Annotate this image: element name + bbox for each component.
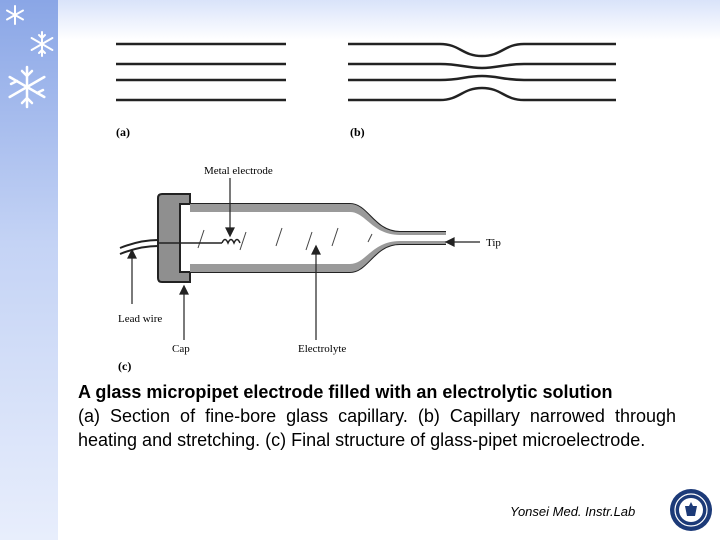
panel-b-label: (b)	[350, 125, 365, 139]
capillary-straight	[116, 42, 286, 102]
figure-caption: A glass micropipet electrode filled with…	[78, 380, 676, 452]
panel-a-label: (a)	[116, 125, 130, 139]
snowflake-icon	[30, 31, 54, 57]
snowflake-icon	[8, 65, 46, 109]
panel-c-label: (c)	[118, 359, 131, 373]
microelectrode-structure	[119, 178, 480, 340]
tip-label: Tip	[486, 237, 501, 249]
top-decor-bar	[58, 0, 720, 40]
caption-body: (a) Section of fine-bore glass capillary…	[78, 406, 676, 450]
micropipet-diagram: (a) (b)	[116, 42, 616, 373]
metal-electrode-label: Metal electrode	[204, 165, 273, 177]
electrolyte-label: Electrolyte	[298, 343, 346, 355]
snowflake-icon	[6, 5, 24, 25]
capillary-narrowed	[348, 42, 616, 102]
footer-lab-name: Yonsei Med. Instr.Lab	[510, 504, 636, 519]
lead-wire-label: Lead wire	[118, 313, 162, 325]
caption-title: A glass micropipet electrode filled with…	[78, 382, 613, 402]
cap-label: Cap	[172, 343, 190, 355]
university-seal-icon	[670, 489, 712, 531]
left-decor-bar	[0, 0, 58, 540]
